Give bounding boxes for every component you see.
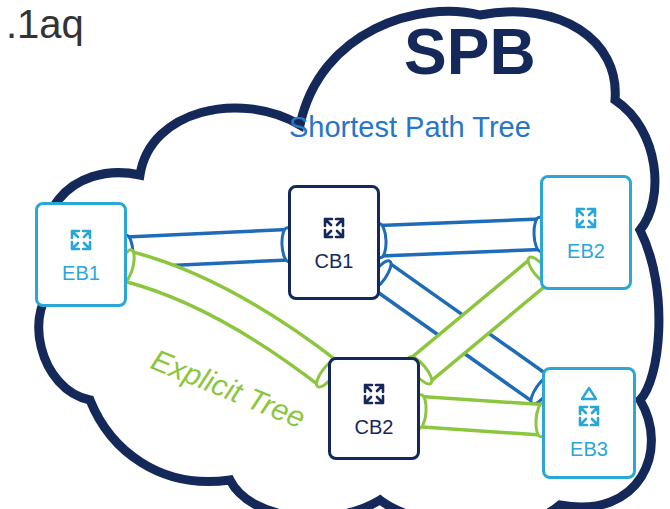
- cloud-title: SPB: [404, 17, 536, 87]
- arrows-glyph: [577, 209, 595, 227]
- switch-icon: [360, 380, 388, 408]
- cloud-shape: [39, 11, 659, 509]
- tube-outer: [127, 245, 288, 253]
- switch-icon: [320, 214, 348, 242]
- bridge-label: CB2: [355, 416, 394, 438]
- tube-inner: [420, 271, 540, 371]
- switch-icon: [572, 204, 600, 232]
- tree-label: .1aq: [6, 2, 84, 46]
- tunnel-tube: [373, 217, 546, 258]
- bridge-box: EB2: [540, 175, 632, 290]
- tube-inner: [420, 412, 542, 420]
- bridge-label: EB3: [570, 438, 608, 460]
- tunnel-tube: [413, 394, 549, 437]
- bridge-box: EB1: [35, 202, 127, 307]
- arrows-glyph: [580, 407, 598, 425]
- arrows-glyph: [72, 231, 90, 249]
- bridge-label: EB1: [62, 262, 100, 284]
- bridge-box: CB2: [328, 357, 420, 460]
- tree-label: Shortest Path Tree: [289, 112, 531, 144]
- bridge-box: CB1: [288, 185, 380, 300]
- triangle-glyph: [582, 388, 596, 399]
- switch-icon: [67, 226, 95, 254]
- switch-icon: [575, 386, 603, 430]
- tube-outer: [420, 412, 542, 420]
- tube-inner: [380, 234, 540, 240]
- arrows-glyph: [365, 385, 383, 403]
- tunnel-tube: [405, 254, 556, 387]
- tube-outer: [380, 234, 540, 240]
- tube-inner: [127, 245, 288, 253]
- bridge-box: EB3: [542, 367, 636, 479]
- bridge-label: CB1: [315, 250, 354, 272]
- tube-outer: [420, 271, 540, 371]
- arrows-glyph: [325, 219, 343, 237]
- bridge-label: EB2: [567, 240, 605, 262]
